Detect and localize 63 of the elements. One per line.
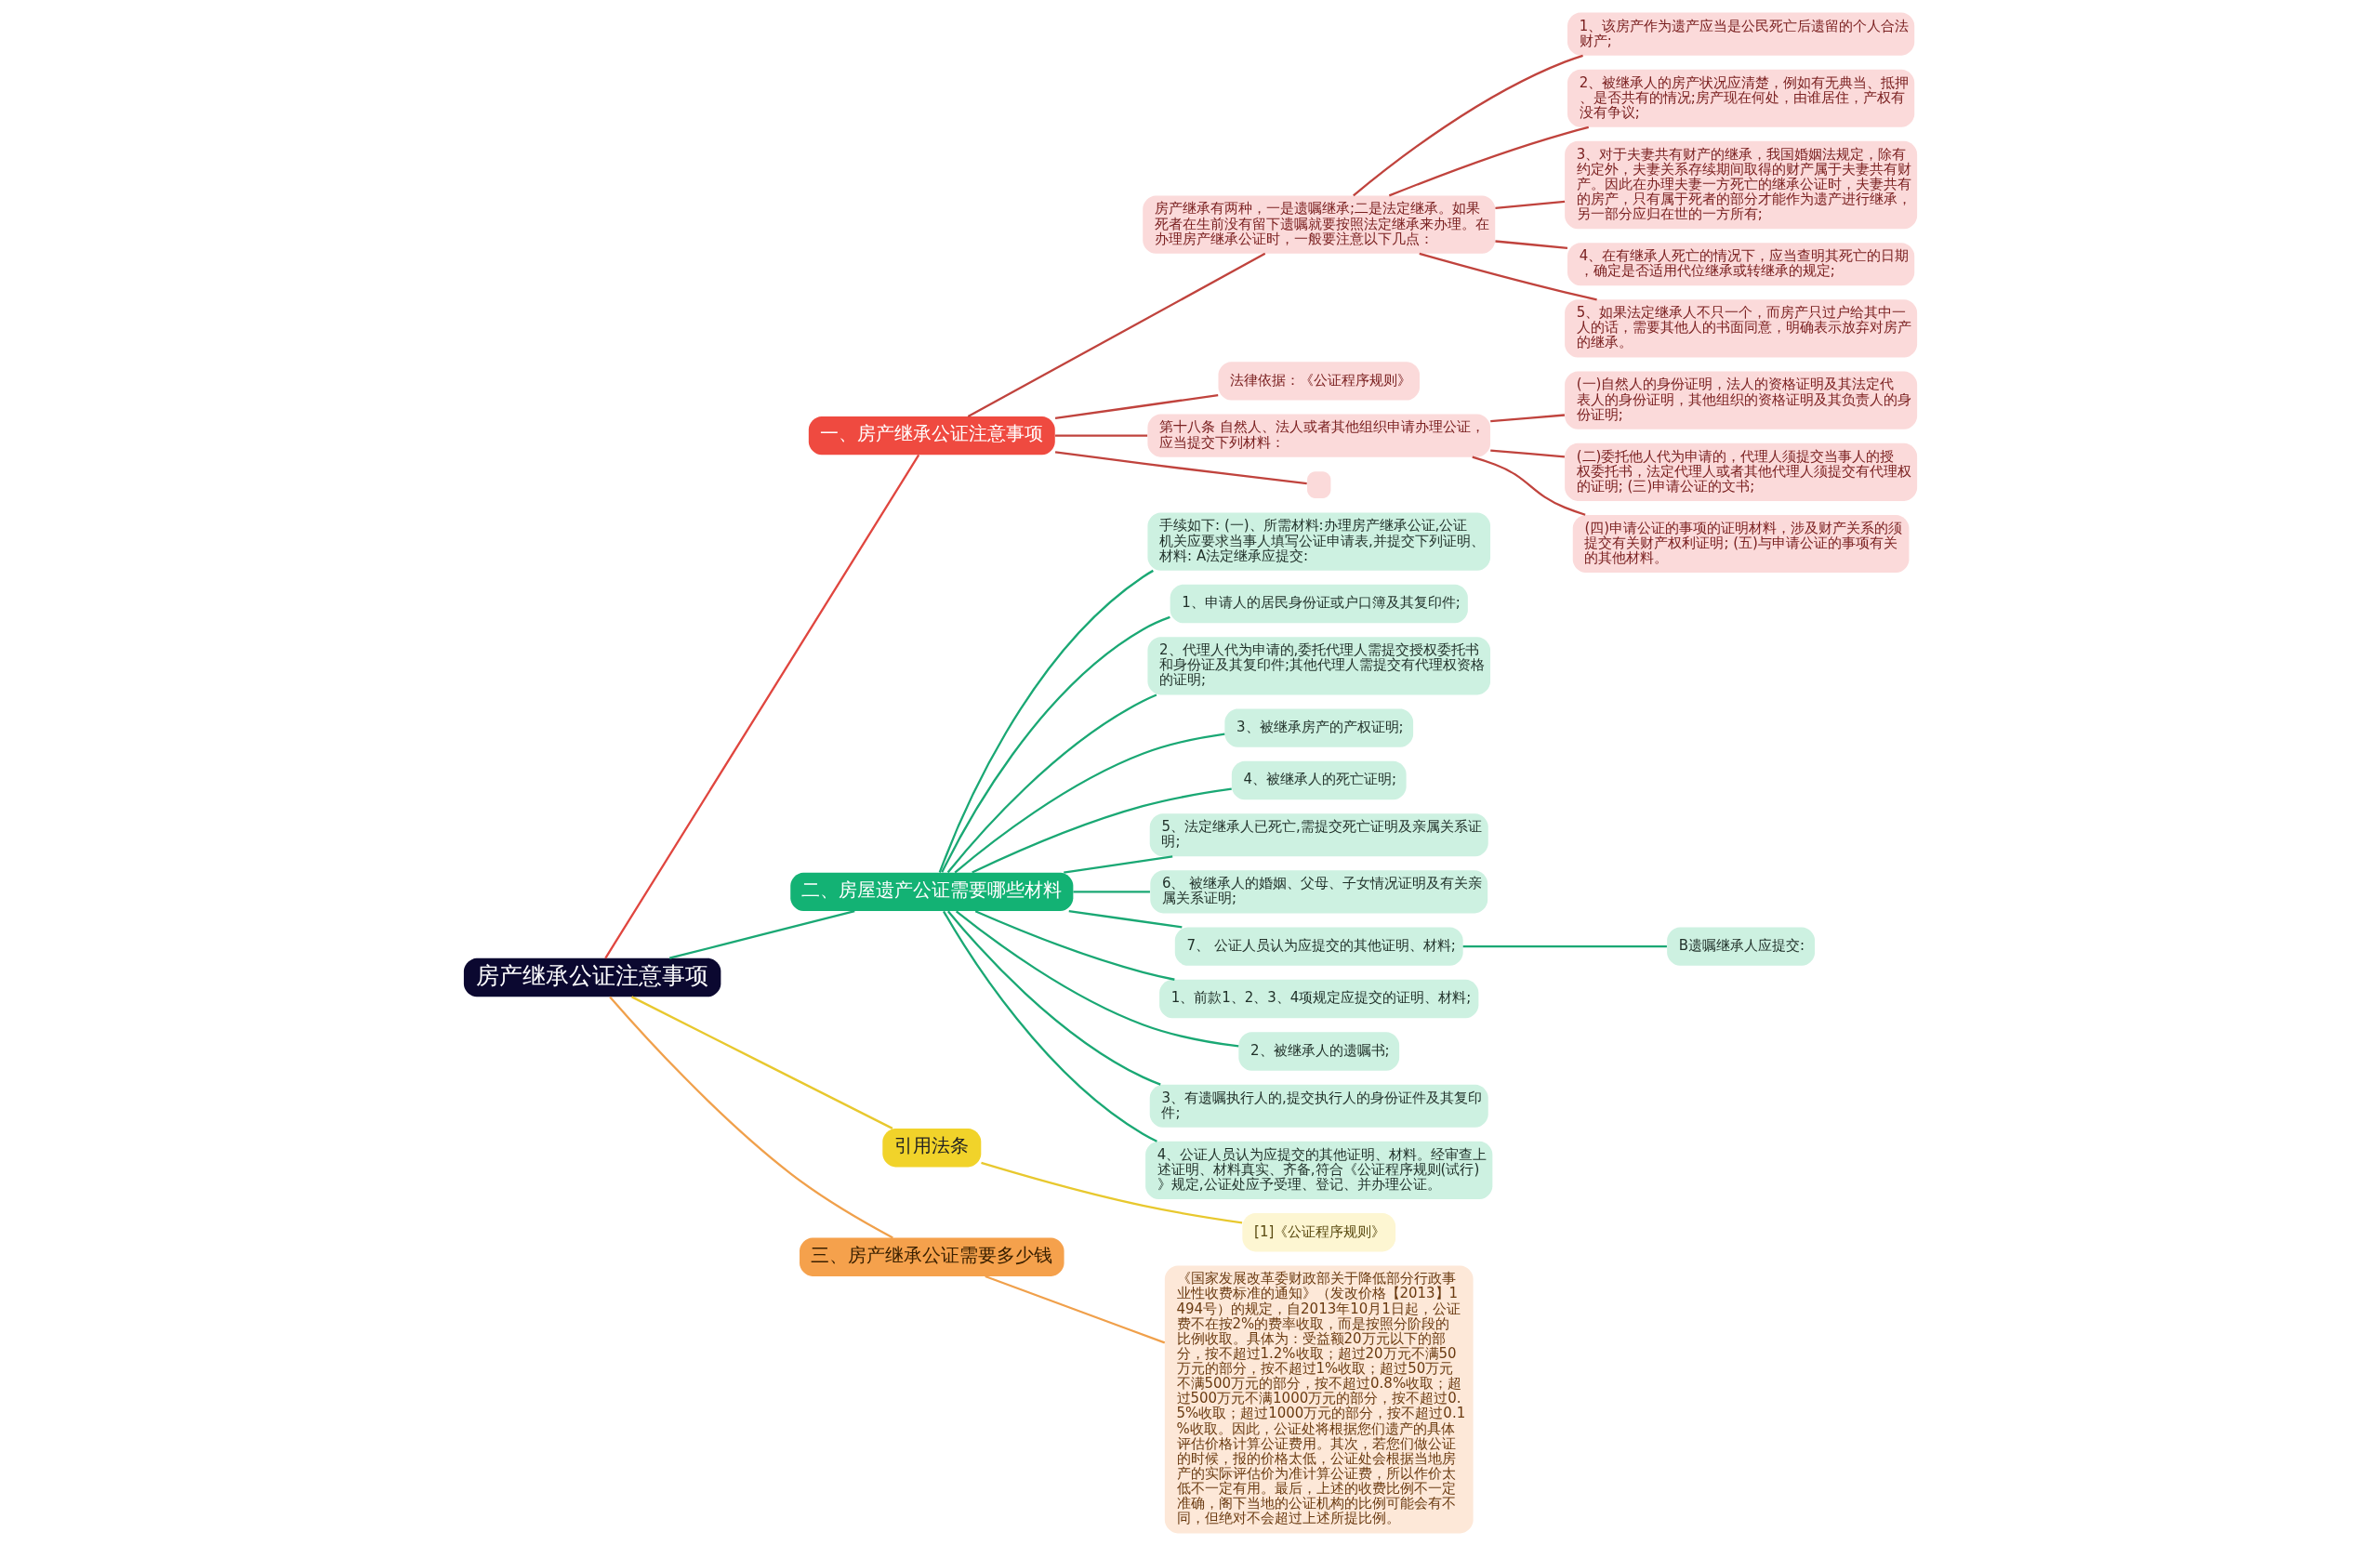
node-box: 6、 被继承人的婚姻、父母、子女情况证明及有关亲属关系证明; [1149, 869, 1488, 913]
node-box: 《国家发展改革委财政部关于降低部分行政事业性收费标准的通知》（发改价格【2013】1494号）的规定，自2013年10月1日起，公证费不在按2%的费率收取，而是按照分阶段的比例收取。具体为：受益额20万元以下的部分，按不超过1.2%收取；超过20万元不满50万元的部分，按不超过1%收取；超过50万元不满500万元的部分，按不超过0.8%收取；超过500万元不满1000万元的部分，按不超过0.5%收取；超过1000万元的部分，按不超过0.1%收取。因此，公证处将根据您们遗产的具体评估价格计算公证费用。其次，若您们做公证的时候，报的价格太低，公证处会根据当地房产的实际评估价为准计算公证费，所以作价太低不一定有用。最后，上述的收费比例不一定准确，阁下当地的公证机构的比例可能会有不同，但绝对不会超过上述所提比例。 [1164, 1264, 1474, 1533]
node-box: 3、对于夫妻共有财产的继承，我国婚姻法规定，除有约定外，夫妻关系存续期间取得的财产属于夫妻共有财产。因此在办理夫妻一方死亡的继承公证时，夫妻共有的房产，只有属于死者的部分才能作为遗产进行继承，另一部分应归在世的一方所有; [1564, 140, 1917, 229]
node-box: 7、 公证人员认为应提交的其他证明、材料; [1174, 926, 1463, 966]
node-box: 3、有遗嘱执行人的,提交执行人的身份证件及其复印件; [1149, 1084, 1488, 1128]
connector [1494, 239, 1567, 249]
connector [1489, 413, 1565, 422]
node-box: 4、在有继承人死亡的情况下，应当查明其死亡的日期，确定是否适用代位继承或转继承的规定; [1567, 242, 1914, 285]
connector [1054, 450, 1307, 484]
connector [1418, 252, 1597, 300]
node-box: 4、公证人员认为应提交的其他证明、材料。经审查上述证明、材料真实、齐备,符合《公证程序规则(试行)》规定,公证处应予受理、登记、并办理公证。 [1144, 1141, 1492, 1199]
node-box: 2、被继承人的遗嘱书; [1237, 1031, 1399, 1071]
node-box: (一)自然人的身份证明，法人的资格证明及其法定代表人的身份证明，其他组织的资格证明及其负责人的身份证明; [1564, 371, 1917, 429]
connector [971, 787, 1232, 874]
connector [940, 615, 1170, 873]
node-box: 5、法定继承人已死亡,需提交死亡证明及亲属关系证明; [1149, 812, 1488, 856]
node-box: 手续如下: (一)、所需材料:办理房产继承公证,公证机关应要求当事人填写公证申请表,并提交下列证明、材料: A法定继承应提交: [1146, 512, 1490, 571]
node-box: 一、房产继承公证注意事项 [808, 416, 1055, 455]
node-box: 2、代理人代为申请的,委托代理人需提交授权委托书和身份证及其复印件;其他代理人需提交有代理权资格的证明; [1146, 636, 1490, 694]
connector [1388, 125, 1589, 196]
node-box: 房产继承公证注意事项 [463, 957, 721, 997]
connector [1471, 456, 1585, 516]
connector [1352, 54, 1583, 196]
connector [955, 909, 1238, 1048]
node-box: 1、前款1、2、3、4项规定应提交的证明、材料; [1158, 979, 1478, 1018]
connector [1462, 944, 1667, 947]
node-box: 法律依据：《公证程序规则》 [1217, 361, 1420, 401]
connector [980, 1161, 1242, 1223]
connector [938, 569, 1154, 873]
connector [668, 909, 855, 959]
connector [1494, 200, 1565, 209]
node-box: 4、被继承人的死亡证明; [1231, 760, 1407, 799]
node-box: 1、该房产作为遗产应当是公民死亡后遗留的个人合法财产; [1567, 12, 1914, 56]
connector [630, 995, 892, 1129]
node-box: 2、被继承人的房产状况应清楚，例如有无典当、抵押、是否共有的情况;房产现在何处，由谁居住，产权有没有争议; [1567, 69, 1914, 127]
node-box: 房产继承有两种，一是遗嘱继承;二是法定继承。如果死者在生前没有留下遗嘱就要按照法定继承来办理。在办理房产继承公证时，一般要注意以下几点： [1142, 195, 1495, 254]
connector [1063, 854, 1172, 874]
node-box: 5、如果法定继承人不只一个，而房产只过户给其中一人的话，需要其他人的书面同意，明确表示放弃对房产的继承。 [1564, 298, 1917, 358]
connector [1072, 890, 1150, 892]
node-box: 3、被继承房产的产权证明; [1223, 707, 1413, 747]
node-box: 引用法条 [881, 1128, 981, 1167]
connector [1054, 393, 1218, 419]
connector [1489, 448, 1565, 458]
node-box: 三、房产继承公证需要多少钱 [799, 1236, 1064, 1276]
connector [946, 693, 1157, 873]
node-box: [1]《公证程序规则》 [1241, 1212, 1395, 1251]
connector [1054, 434, 1147, 437]
node-box: 第十八条 自然人、法人或者其他组织申请办理公证，应当提交下列材料： [1146, 414, 1490, 457]
node-box: (四)申请公证的事项的证明材料，涉及财产关系的须提交有关财产权利证明; (五)与申请公证的事项有关的其他材料。 [1572, 514, 1909, 573]
connector [984, 1274, 1165, 1343]
connector [974, 909, 1175, 981]
connector [1068, 909, 1182, 928]
connector [608, 996, 893, 1238]
node-box [1306, 470, 1330, 498]
connector [967, 252, 1265, 417]
node-box: 1、申请人的居民身份证或户口簿及其复印件; [1170, 584, 1468, 623]
connector [946, 909, 1161, 1086]
node-box: (二)委托他人代为申请的，代理人须提交当事人的授权委托书，法定代理人或者其他代理人须提交有代理权的证明; (三)申请公证的文书; [1564, 442, 1917, 501]
connector [603, 454, 919, 958]
connector [953, 733, 1224, 873]
node-box: 二、房屋遗产公证需要哪些材料 [789, 872, 1073, 911]
node-box: B遗嘱继承人应提交: [1666, 926, 1815, 966]
connector [942, 910, 1157, 1142]
